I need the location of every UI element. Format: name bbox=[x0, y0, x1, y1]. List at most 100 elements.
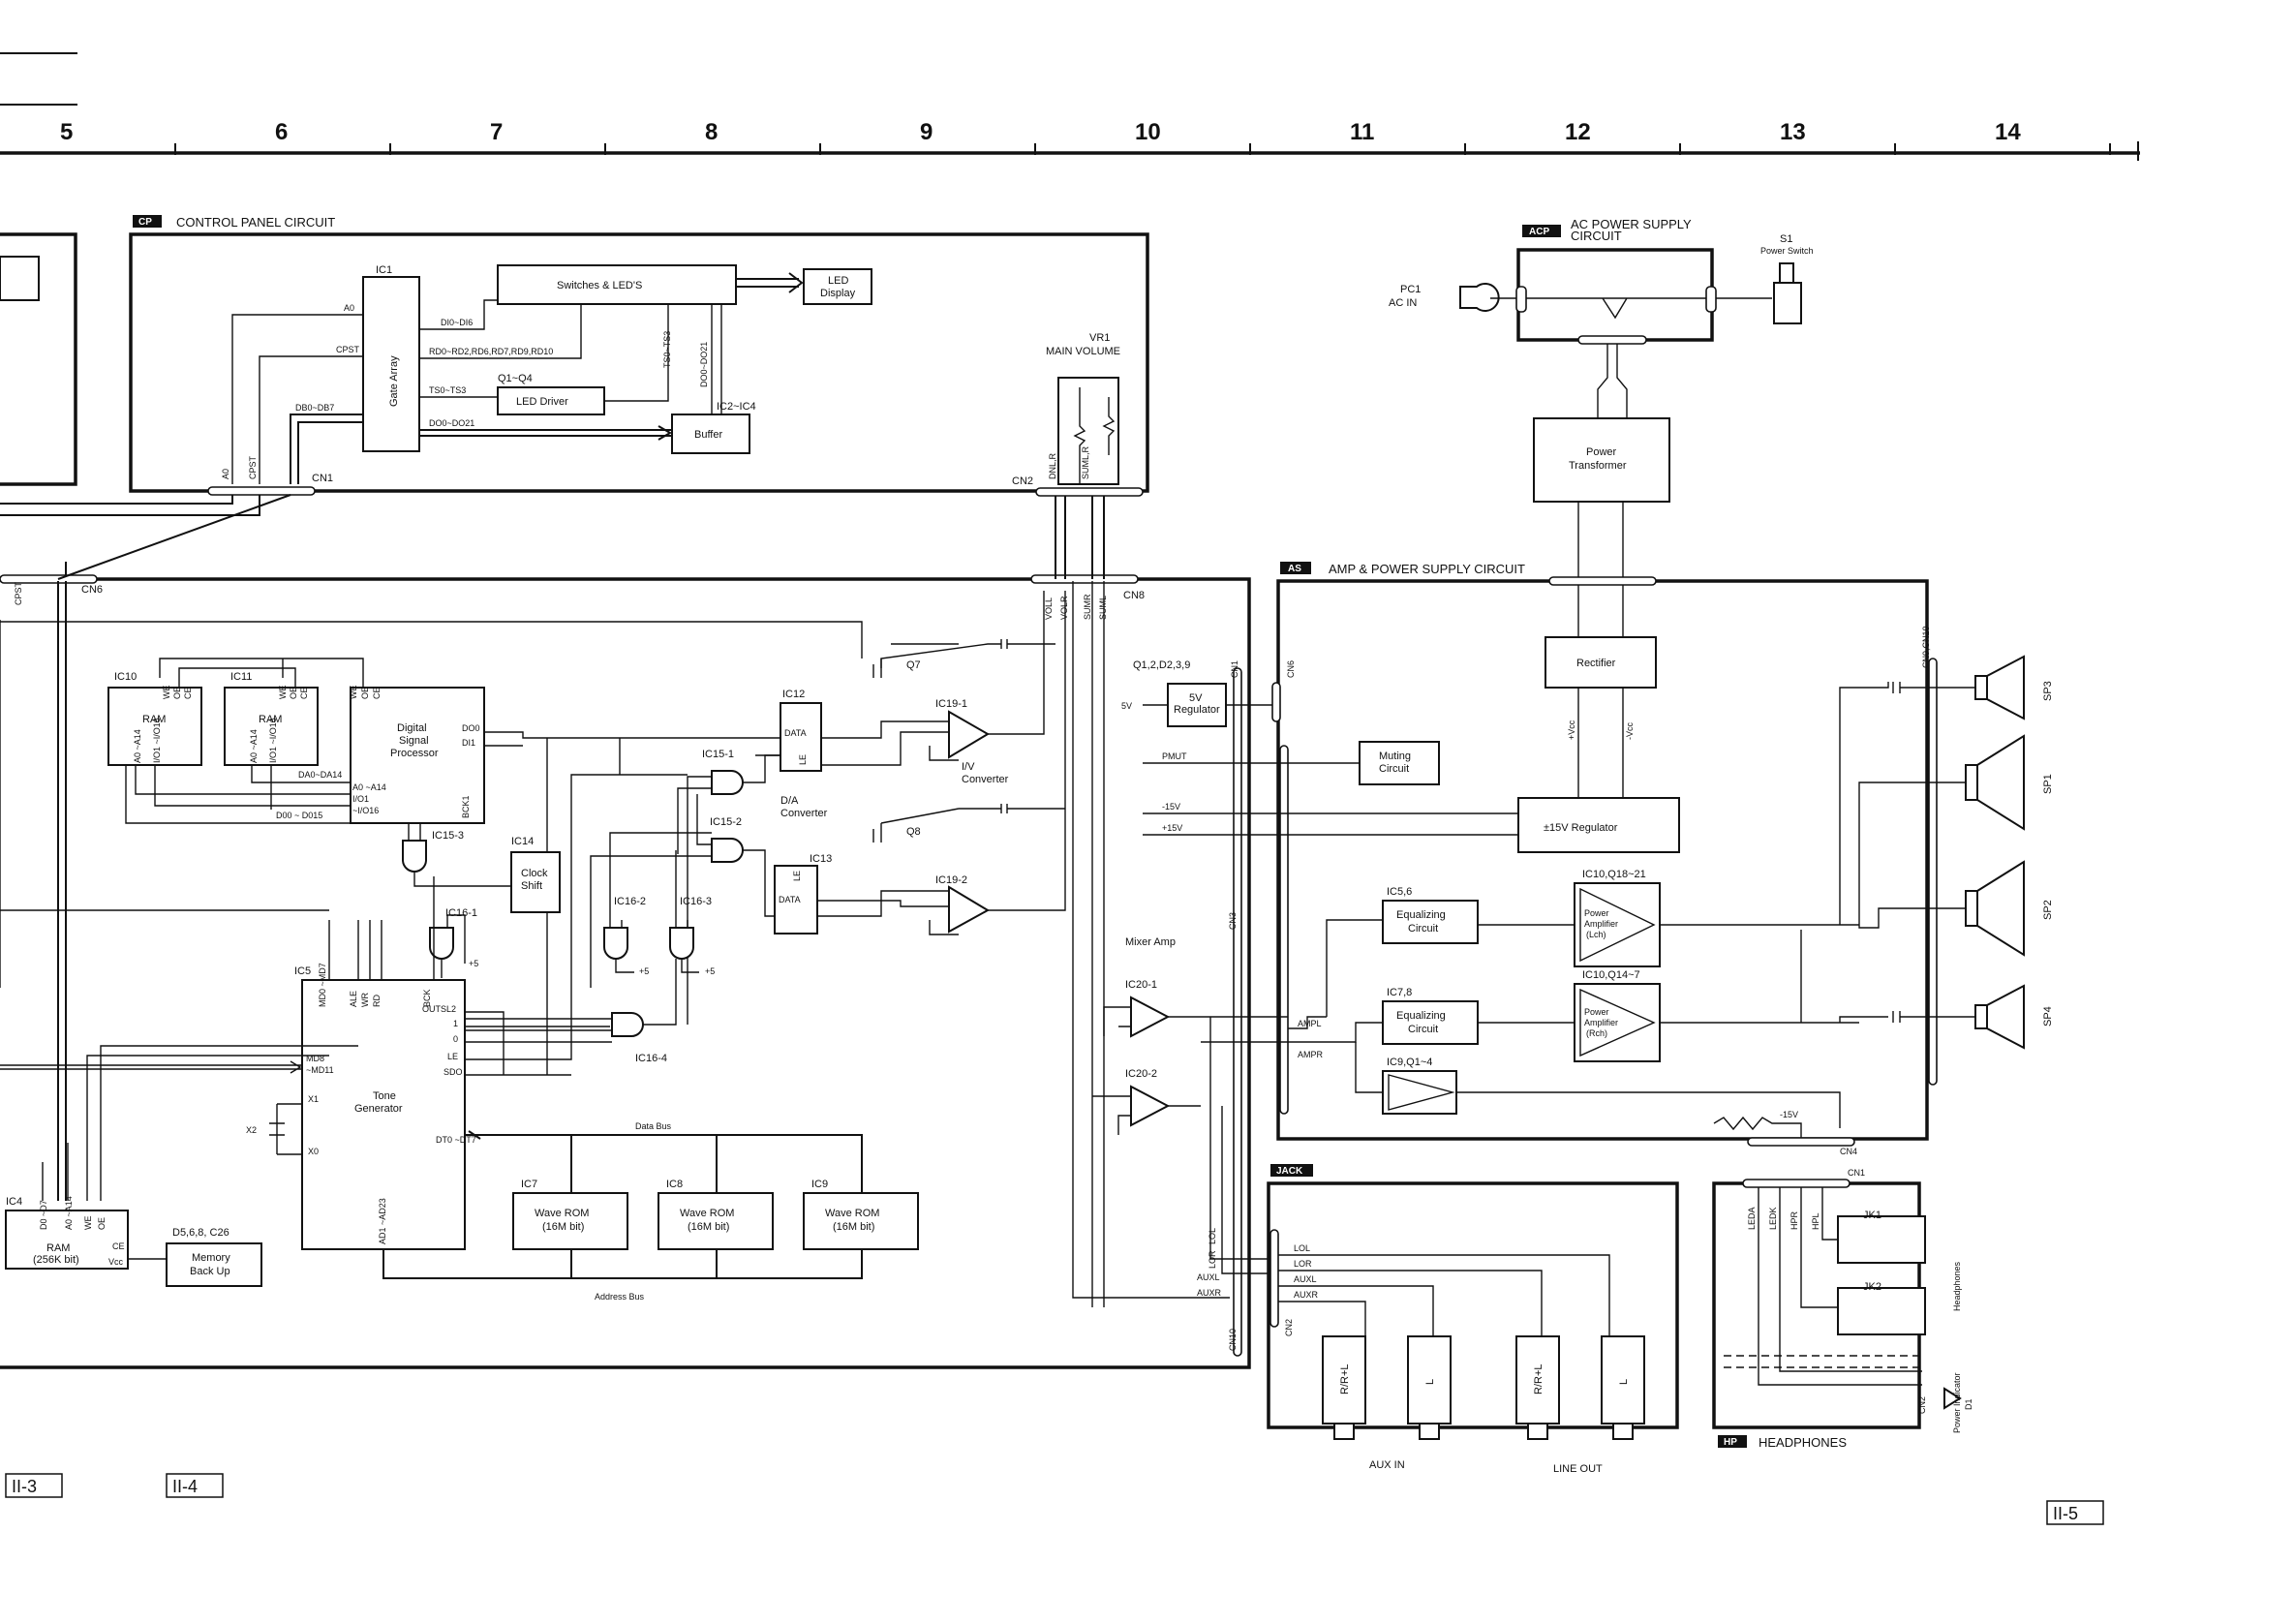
ic9-wave-rom: Wave ROM bbox=[825, 1208, 879, 1219]
cn8-connector bbox=[1030, 574, 1139, 584]
iv-converter-label-2: Converter bbox=[962, 774, 1009, 785]
sp3-label: SP3 bbox=[2042, 681, 2054, 701]
eq-rch-label-2: Circuit bbox=[1408, 1024, 1438, 1035]
dsp-box bbox=[350, 687, 485, 824]
ic20-1-label: IC20-1 bbox=[1125, 979, 1157, 991]
main-auxl: AUXL bbox=[1197, 1272, 1220, 1282]
jack-aux-in-l bbox=[1407, 1335, 1452, 1440]
cpst-label: CPST bbox=[336, 345, 360, 354]
plus15v-label: +15V bbox=[1162, 823, 1182, 833]
ic8-label: IC8 bbox=[666, 1179, 683, 1190]
muting-circuit-box bbox=[1359, 741, 1440, 785]
wave-rom-ic8-box bbox=[658, 1192, 774, 1250]
minus15v-cn4-label: -15V bbox=[1780, 1110, 1798, 1119]
volr-label: VOLR bbox=[1059, 596, 1069, 620]
q7-label: Q7 bbox=[906, 659, 921, 671]
hp-hpr: HPR bbox=[1789, 1210, 1799, 1230]
ic10-label: IC10 bbox=[114, 671, 137, 683]
acp-tag-box bbox=[1522, 225, 1561, 237]
ruler-number: 5 bbox=[60, 119, 73, 145]
buffer-label: Buffer bbox=[694, 429, 722, 441]
ic12-box bbox=[780, 702, 822, 772]
jk2-label: JK2 bbox=[1863, 1281, 1881, 1293]
as-title: AMP & POWER SUPPLY CIRCUIT bbox=[1329, 562, 1525, 576]
data-bus-label: Data Bus bbox=[635, 1121, 672, 1131]
power-amp-lch-label-2: Amplifier bbox=[1584, 919, 1618, 929]
dsp-ce: CE bbox=[372, 687, 382, 699]
ic8-16m-bit: (16M bit) bbox=[688, 1221, 729, 1233]
dsp-label-3: Processor bbox=[390, 748, 439, 759]
jk1-label: JK1 bbox=[1863, 1210, 1881, 1221]
jack-lol: LOL bbox=[1294, 1243, 1310, 1253]
memory-backup-parts: D5,6,8, C26 bbox=[172, 1227, 229, 1239]
ic16-1-label: IC16-1 bbox=[445, 907, 477, 919]
ic5-md8: MD8 bbox=[306, 1054, 324, 1063]
ic11-oe: OE bbox=[289, 687, 298, 699]
and-gate-ic15-1 bbox=[711, 770, 744, 795]
ic16-3-label: IC16-3 bbox=[680, 896, 712, 907]
left-panel-fragment bbox=[0, 232, 77, 486]
ic5-bck: BCK bbox=[422, 989, 432, 1007]
eq-lch-label-2: Circuit bbox=[1408, 923, 1438, 935]
power-transformer-label: Power bbox=[1586, 446, 1617, 458]
ic5-wr: WR bbox=[360, 993, 370, 1007]
eq-circuit-rch-box bbox=[1382, 1000, 1479, 1045]
line-out-rl-label: R/R+L bbox=[1533, 1364, 1545, 1395]
ic5-dt0-dt7: DT0 ~DT7 bbox=[436, 1135, 476, 1145]
wave-rom-ic9-box bbox=[803, 1192, 919, 1250]
speaker-sp4-icon bbox=[1974, 984, 2025, 1050]
dsp-a0-a14: A0 ~A14 bbox=[352, 782, 386, 792]
clock-shift-box bbox=[510, 851, 561, 913]
main-volume-label: MAIN VOLUME bbox=[1046, 346, 1120, 357]
tone-gen-label-2: Generator bbox=[354, 1103, 403, 1115]
pmut-label: PMUT bbox=[1162, 751, 1187, 761]
cn6-connector bbox=[0, 574, 98, 584]
ic2-ic4-label: IC2~IC4 bbox=[717, 401, 756, 413]
a0-vertical: A0 bbox=[221, 469, 230, 479]
ic12-data: DATA bbox=[784, 728, 807, 738]
cpst-vertical: CPST bbox=[248, 455, 258, 479]
address-bus-label: Address Bus bbox=[595, 1292, 645, 1302]
memory-backup-box bbox=[166, 1242, 262, 1287]
dsp-io1: I/O1 bbox=[352, 794, 369, 804]
ic15-2-label: IC15-2 bbox=[710, 816, 742, 828]
ic5-out-0: 0 bbox=[453, 1034, 458, 1044]
ic9-label: IC9 bbox=[811, 1179, 828, 1190]
regulator-5v-label: 5V bbox=[1189, 692, 1203, 704]
ram-ic10-label: RAM bbox=[142, 714, 166, 725]
ic4-ce: CE bbox=[112, 1241, 125, 1251]
ic20-2-label: IC20-2 bbox=[1125, 1068, 1157, 1080]
ic16-2-label: IC16-2 bbox=[614, 896, 646, 907]
power-switch-knob bbox=[1779, 262, 1794, 284]
ic10-ce: CE bbox=[183, 687, 193, 699]
da-conv-label-2: Converter bbox=[780, 808, 828, 819]
ic5-x0: X0 bbox=[308, 1147, 319, 1156]
acp-title: AC POWER SUPPLY bbox=[1571, 217, 1692, 231]
ruler-number: 14 bbox=[1995, 119, 2021, 145]
power-switch-icon bbox=[1773, 282, 1802, 324]
page-ref-ii5[interactable]: II-5 bbox=[2053, 1504, 2078, 1523]
page-ref-ii4[interactable]: II-4 bbox=[172, 1477, 198, 1496]
voll-label: VOLL bbox=[1044, 598, 1054, 620]
jack-auxr: AUXR bbox=[1294, 1290, 1319, 1300]
cp-tag-box bbox=[133, 215, 162, 228]
power-amp-lch-box bbox=[1574, 882, 1661, 967]
iv-converter-ic19-1 bbox=[948, 710, 990, 759]
and-gate-ic15-2 bbox=[711, 838, 744, 863]
memory-backup-label-2: Back Up bbox=[190, 1266, 230, 1277]
ic10-a0-a14: A0 ~A14 bbox=[133, 729, 142, 763]
jack-frame bbox=[1267, 1181, 1679, 1429]
power-transformer-box bbox=[1533, 417, 1670, 503]
ic12-label: IC12 bbox=[782, 689, 805, 700]
hp-tag-box bbox=[1718, 1435, 1747, 1448]
ic9-q1-q4-box bbox=[1382, 1070, 1457, 1115]
page-ref-ii3[interactable]: II-3 bbox=[12, 1477, 37, 1496]
ic5-le: LE bbox=[447, 1052, 458, 1061]
rectifier-box bbox=[1545, 636, 1657, 689]
iv-converter-ic19-2 bbox=[948, 885, 991, 934]
ic4-we: WE bbox=[83, 1216, 93, 1231]
ic5-6-label: IC5,6 bbox=[1387, 886, 1412, 898]
q1-q4-label: Q1~Q4 bbox=[498, 373, 533, 384]
cp-cn1-connector bbox=[207, 486, 316, 496]
